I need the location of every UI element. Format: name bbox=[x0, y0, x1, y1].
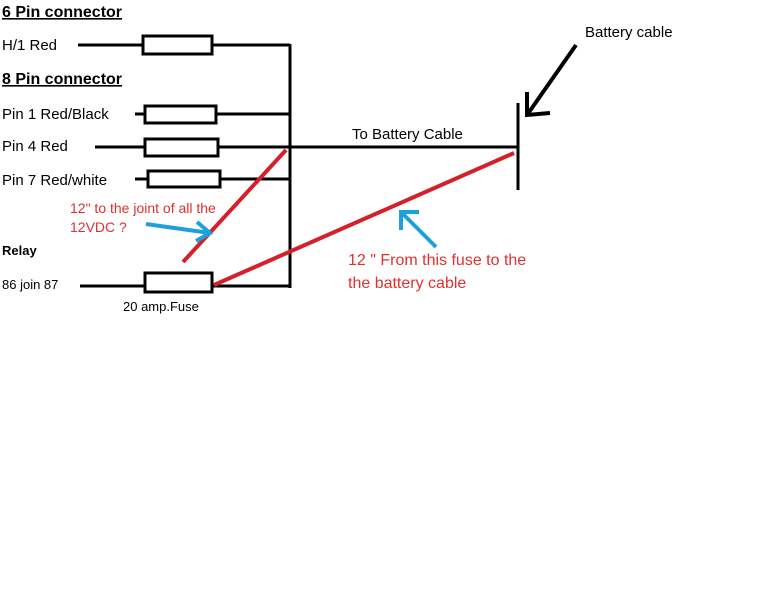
pin7-label: Pin 7 Red/white bbox=[2, 172, 107, 189]
relay-heading: Relay bbox=[2, 243, 37, 258]
blue-arrow-fuse-shaft bbox=[399, 210, 438, 249]
fuse-rating-label: 20 amp.Fuse bbox=[123, 299, 199, 314]
eight-pin-connector-heading: 8 Pin connector bbox=[2, 71, 122, 88]
fuses bbox=[141, 34, 222, 294]
red-line-to-joint bbox=[181, 148, 288, 264]
battery-arrow-head bbox=[525, 92, 551, 118]
note-joint-line1: 12" to the joint of all the bbox=[70, 200, 216, 216]
fuse-pin4 bbox=[143, 137, 220, 158]
blue-arrow-joint-shaft bbox=[145, 222, 211, 235]
wires bbox=[78, 43, 520, 288]
fuse-relay bbox=[143, 271, 214, 294]
blue-arrow-fuse bbox=[399, 210, 438, 249]
to-battery-cable-label: To Battery Cable bbox=[352, 126, 463, 143]
pin4-label: Pin 4 Red bbox=[2, 138, 68, 155]
battery-cable-arrow bbox=[525, 43, 578, 118]
red-line-fuse-to-battery bbox=[213, 151, 515, 287]
note-fuse-line1: 12 " From this fuse to the bbox=[348, 252, 526, 269]
pin1-label: Pin 1 Red/Black bbox=[2, 106, 109, 123]
relay-join-label: 86 join 87 bbox=[2, 277, 58, 292]
fuse-pin1 bbox=[143, 104, 218, 125]
battery-arrow-shaft bbox=[525, 43, 578, 117]
fuse-pin7 bbox=[146, 169, 222, 189]
note-joint-line2: 12VDC ? bbox=[70, 219, 127, 235]
battery-cable-label: Battery cable bbox=[585, 24, 673, 41]
fuse-h1 bbox=[141, 34, 214, 56]
blue-arrow-joint bbox=[145, 220, 214, 243]
note-fuse-line2: the battery cable bbox=[348, 275, 466, 292]
h1-red-label: H/1 Red bbox=[2, 37, 57, 54]
blue-arrow-joint-head bbox=[195, 220, 214, 243]
blue-arrow-fuse-head bbox=[399, 210, 419, 230]
six-pin-connector-heading: 6 Pin connector bbox=[2, 4, 122, 21]
